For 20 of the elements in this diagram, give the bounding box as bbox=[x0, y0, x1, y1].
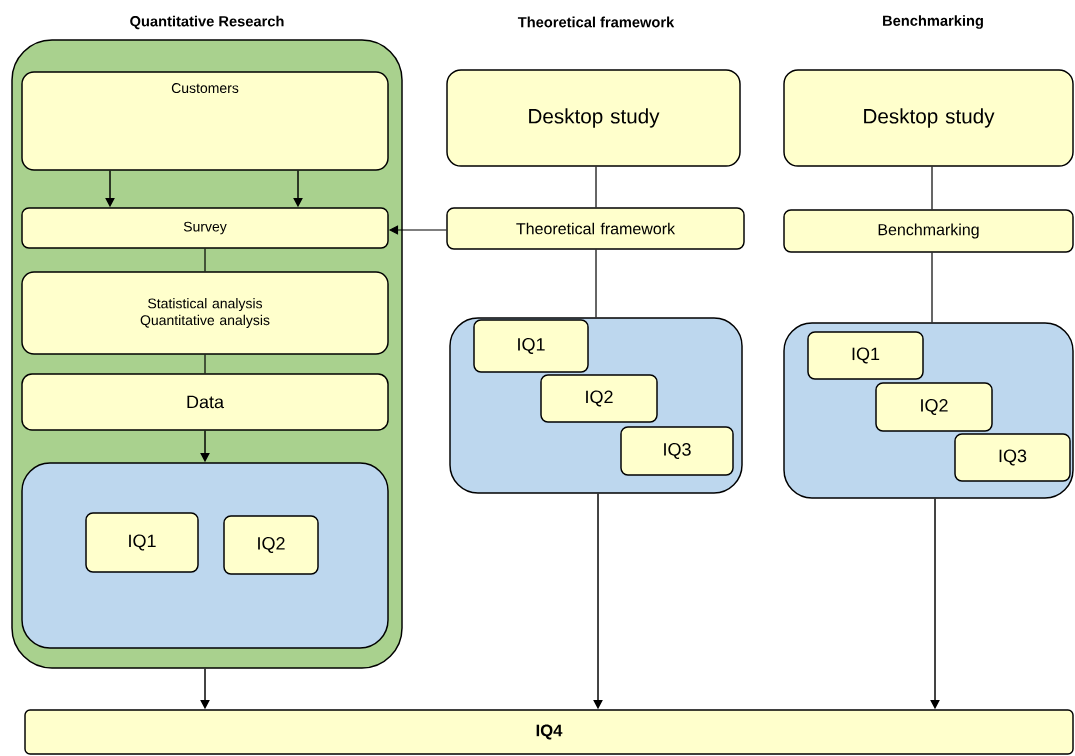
question-box: IQ2 bbox=[875, 382, 993, 432]
process-box: Benchmarking bbox=[783, 209, 1074, 253]
column-heading: Benchmarking bbox=[883, 15, 983, 29]
question-box: IQ1 bbox=[85, 512, 199, 573]
column-heading: Theoretical framework bbox=[517, 16, 675, 28]
result-box: IQ4 bbox=[24, 709, 1074, 755]
question-box: IQ2 bbox=[223, 515, 319, 575]
question-box: IQ1 bbox=[807, 331, 924, 380]
process-box: Data bbox=[21, 373, 389, 431]
process-box: Theoretical framework bbox=[446, 207, 745, 250]
process-box: Customers bbox=[21, 71, 389, 171]
process-box: Desktop study bbox=[783, 69, 1074, 167]
process-box: Survey bbox=[21, 207, 389, 249]
process-box: Desktop study bbox=[446, 69, 741, 167]
process-box: Statistical analysis Quantitative analysis bbox=[21, 271, 389, 355]
node-label: Quantitative Research bbox=[130, 15, 284, 30]
question-box: IQ1 bbox=[473, 319, 589, 373]
question-box: IQ2 bbox=[540, 374, 658, 423]
question-box: IQ3 bbox=[620, 426, 734, 476]
question-box: IQ3 bbox=[954, 433, 1071, 482]
